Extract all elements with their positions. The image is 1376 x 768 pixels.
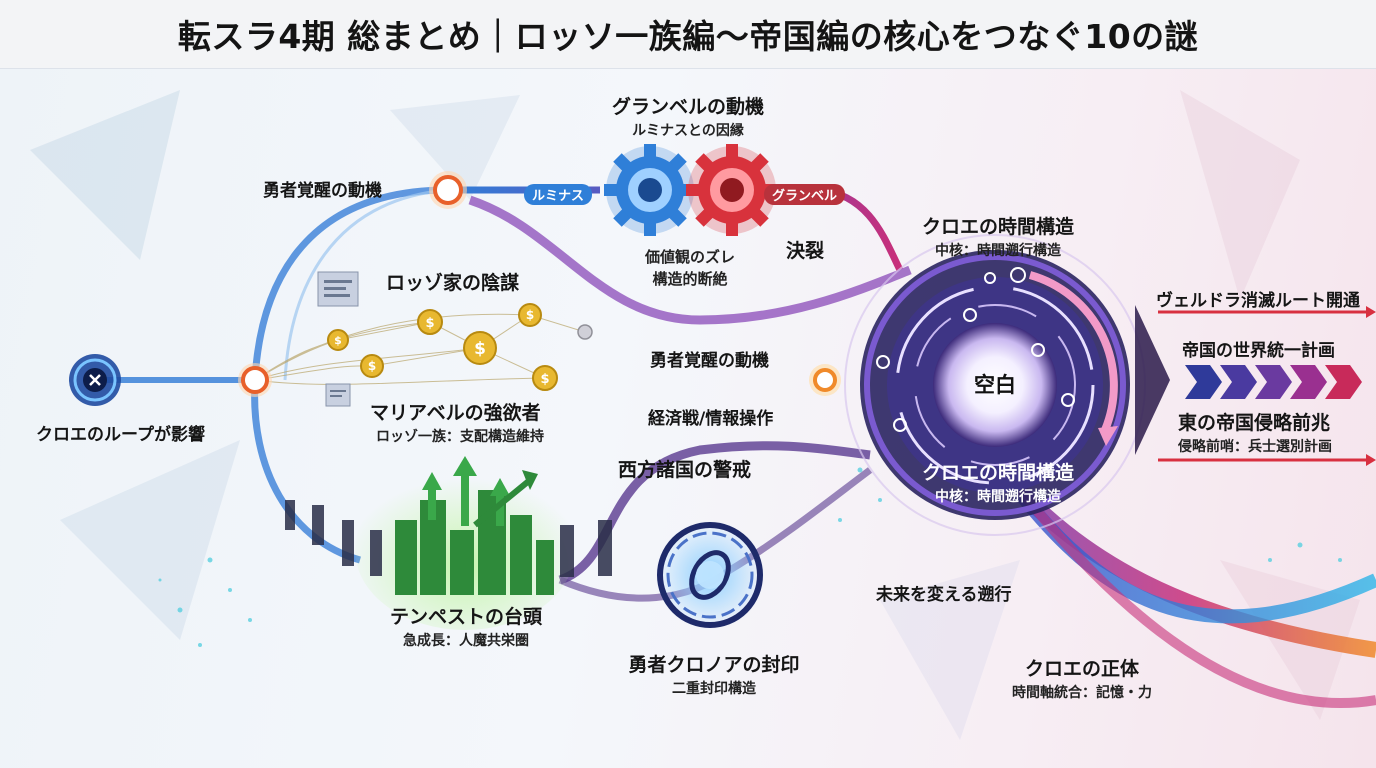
- title-bar: 転スラ4期 総まとめ｜ロッソ一族編〜帝国編の核心をつなぐ10の謎: [0, 0, 1376, 69]
- value-gap-line2: 構造的断絶: [652, 270, 728, 288]
- east-empire-sub: 侵略前哨：兵士選別計画: [1178, 439, 1332, 455]
- rupture-label: 決裂: [786, 240, 825, 262]
- chain-link-icon: [655, 520, 765, 630]
- mariabell-sub: ロッゾ一族：支配構造維持: [376, 429, 544, 445]
- junction-node-left: [238, 363, 272, 397]
- close-x-icon: [69, 354, 121, 406]
- junction-node-mid: [809, 364, 841, 396]
- right-arrows: [1135, 305, 1376, 466]
- chronoa-seal-sub: 二重封印構造: [672, 681, 756, 697]
- rosso-plot-label: ロッゾ家の陰謀: [386, 272, 520, 294]
- svg-text:$: $: [540, 372, 549, 387]
- veldora-route-label: ヴェルドラ消滅ルート開通: [1156, 291, 1360, 311]
- granbell-motive-sub: ルミナスとの因縁: [632, 123, 744, 139]
- loop-arc-path-inner: [283, 188, 449, 381]
- economic-war-label: 経済戦/情報操作: [648, 409, 774, 429]
- hero-awaken-mid-label: 勇者覚醒の動機: [650, 351, 769, 371]
- chloe-identity-sub: 時間軸統合：記憶・力: [1012, 685, 1152, 701]
- chevron-arrow-icon: [1185, 365, 1362, 399]
- document-icon: [317, 271, 359, 407]
- chronoa-seal-label: 勇者クロノアの封印: [628, 654, 800, 676]
- chloe-time-top-sub: 中核：時間遡行構造: [935, 243, 1061, 259]
- tempest-rise-label: テンペストの台頭: [389, 606, 543, 628]
- top-path-curve: [468, 195, 912, 325]
- western-alert-label: 西方諸国の警戒: [618, 459, 752, 481]
- chloe-identity-label: クロエの正体: [1024, 658, 1140, 680]
- value-gap-line1: 価値観のズレ: [644, 248, 736, 266]
- core-rings: [844, 234, 1146, 536]
- svg-text:$: $: [526, 308, 534, 322]
- city-growth-arrows-icon: [355, 456, 575, 630]
- chloe-time-bottom-sub: 中核：時間遡行構造: [935, 489, 1061, 505]
- junction-node-top: [429, 171, 467, 209]
- granbell-motive-label: グランベルの動機: [611, 96, 765, 118]
- gear-left-tag: ルミナス: [524, 184, 593, 205]
- svg-text:$: $: [334, 334, 342, 347]
- east-empire-label: 東の帝国侵略前兆: [1178, 412, 1331, 434]
- ribbon-c: [1016, 486, 1376, 708]
- diagram-canvas: $ $ $ $ $ $: [30, 90, 1376, 740]
- svg-text:$: $: [425, 316, 434, 331]
- tempest-rise-sub: 急成長：人魔共栄圏: [403, 633, 529, 649]
- page-title: 転スラ4期 総まとめ｜ロッソ一族編〜帝国編の核心をつなぐ10の謎: [177, 17, 1199, 56]
- sparkles: [158, 467, 1342, 647]
- chloe-time-top-label: クロエの時間構造: [921, 216, 1075, 238]
- empire-unify-label: 帝国の世界統一計画: [1182, 341, 1335, 361]
- loop-slabs: [285, 500, 612, 577]
- lower-path-west: [558, 441, 871, 585]
- mariabell-label: マリアベルの強欲者: [370, 402, 541, 424]
- core-small-nodes: [876, 267, 1075, 432]
- chloe-time-bottom-label: クロエの時間構造: [921, 462, 1075, 484]
- hero-awaken-top-label: 勇者覚醒の動機: [263, 181, 382, 201]
- chloe-loop-label: クロエのループが影響: [36, 425, 205, 445]
- core-blank-label: 空白: [974, 373, 1016, 397]
- gear-icon: [604, 144, 778, 236]
- gear-right-tag: グランベル: [764, 184, 846, 205]
- svg-text:$: $: [474, 339, 486, 359]
- dollar-coin-icon: $ $ $ $ $ $: [327, 303, 593, 391]
- svg-text:$: $: [368, 359, 376, 373]
- future-change-label: 未来を変える遡行: [876, 585, 1012, 605]
